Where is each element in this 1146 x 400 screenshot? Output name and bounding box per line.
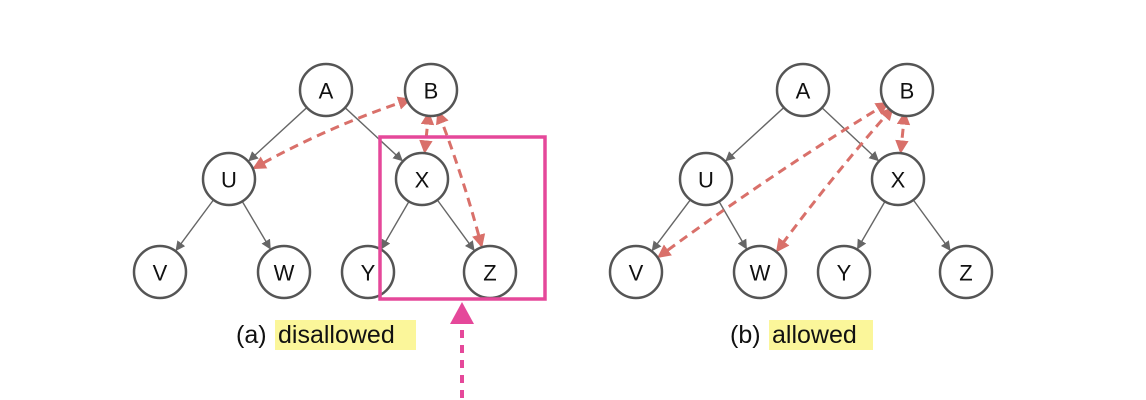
dashed-edge-b-w xyxy=(775,106,894,253)
node-circle xyxy=(879,62,935,118)
tree-edge-x-y xyxy=(380,201,410,250)
node-label: A xyxy=(796,79,811,104)
node-circle xyxy=(732,244,788,300)
node-circle xyxy=(403,62,459,118)
node-circle xyxy=(775,62,831,118)
dashed-edge-b-u xyxy=(252,96,412,170)
node-circle xyxy=(816,244,872,300)
node-label: B xyxy=(424,79,439,104)
panel-b-caption-prefix: (b) xyxy=(730,321,761,349)
node-label: V xyxy=(153,261,168,286)
tree-edge-u-v xyxy=(175,199,215,252)
panel-a-nodes: A B U X V W Y Z xyxy=(132,62,518,300)
node-u: U xyxy=(201,151,257,207)
node-x: X xyxy=(394,151,450,207)
tree-edge-x-z xyxy=(912,199,951,251)
node-label: X xyxy=(415,168,430,193)
node-label: X xyxy=(891,168,906,193)
dashed-edge-b-x xyxy=(895,111,911,154)
tree-edge-a-u xyxy=(248,107,308,162)
node-circle xyxy=(298,62,354,118)
node-v: V xyxy=(132,244,188,300)
tree-edge-x-y xyxy=(856,201,886,250)
node-w: W xyxy=(732,244,788,300)
panel-a-caption: (a) disallowed xyxy=(236,320,416,350)
highlight-box xyxy=(378,135,547,301)
node-b: B xyxy=(879,62,935,118)
panel-a-caption-word: disallowed xyxy=(278,321,395,349)
node-y: Y xyxy=(816,244,872,300)
node-w: W xyxy=(256,244,312,300)
node-label: Z xyxy=(959,261,972,286)
dashed-edge-b-x xyxy=(419,111,435,154)
node-circle xyxy=(256,244,312,300)
panel-a: A B U X V W Y Z (a) disallowed xyxy=(132,62,547,398)
tree-edge-u-v xyxy=(651,199,691,252)
node-b: B xyxy=(403,62,459,118)
node-a: A xyxy=(298,62,354,118)
node-a: A xyxy=(775,62,831,118)
node-label: W xyxy=(750,261,771,286)
dashed-edge-b-z xyxy=(436,110,486,248)
node-y: Y xyxy=(340,244,396,300)
node-z: Z xyxy=(938,244,994,300)
panel-a-caption-highlight xyxy=(275,320,416,350)
node-circle xyxy=(201,151,257,207)
tree-edge-u-w xyxy=(718,201,748,250)
node-label: V xyxy=(629,261,644,286)
node-label: Y xyxy=(361,261,376,286)
panel-b-caption-word: allowed xyxy=(772,321,857,349)
node-label: Y xyxy=(837,261,852,286)
node-x: X xyxy=(870,151,926,207)
tree-edge-a-u xyxy=(725,107,785,162)
panel-b: A B U X V W Y Z (b) allowed xyxy=(608,62,994,350)
node-label: A xyxy=(319,79,334,104)
node-v: V xyxy=(608,244,664,300)
panel-a-caption-prefix: (a) xyxy=(236,321,267,349)
tree-edge-x-z xyxy=(436,199,475,251)
highlight-pointer-arrow xyxy=(450,302,474,398)
node-circle xyxy=(678,151,734,207)
node-label: W xyxy=(274,261,295,286)
node-label: Z xyxy=(483,261,496,286)
tree-edge-u-w xyxy=(241,201,271,250)
node-circle xyxy=(132,244,188,300)
panel-b-caption-highlight xyxy=(769,320,873,350)
panel-b-nodes: A B U X V W Y Z xyxy=(608,62,994,300)
node-circle xyxy=(870,151,926,207)
node-circle xyxy=(608,244,664,300)
node-label: U xyxy=(698,168,714,193)
node-label: U xyxy=(221,168,237,193)
node-z: Z xyxy=(462,244,518,300)
tree-edge-a-x xyxy=(344,107,403,162)
node-circle xyxy=(394,151,450,207)
node-label: B xyxy=(900,79,915,104)
panel-b-caption: (b) allowed xyxy=(730,320,873,350)
node-circle xyxy=(938,244,994,300)
node-u: U xyxy=(678,151,734,207)
